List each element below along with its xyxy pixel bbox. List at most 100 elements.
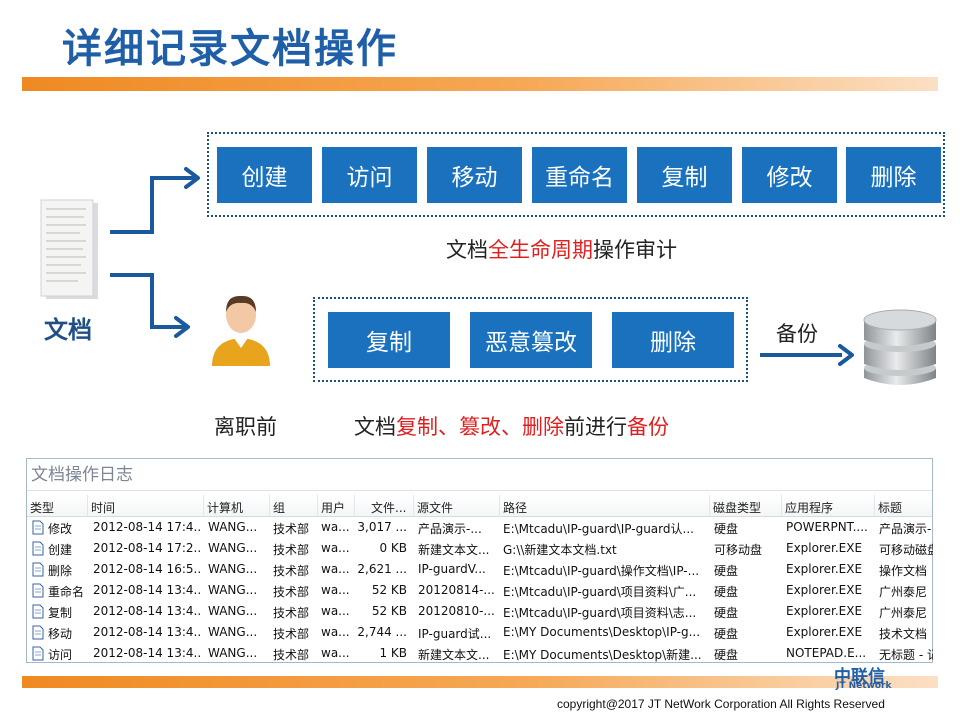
cell-user: wa... (321, 583, 351, 597)
op-delete: 删除 (846, 147, 941, 203)
cell-user: wa... (321, 520, 351, 534)
cell-title: 无标题 - 记 (879, 646, 933, 663)
cell-user: wa... (321, 541, 351, 555)
cell-title: 广州泰尼 (879, 583, 933, 600)
col-header-disk[interactable]: 磁盘类型 (713, 499, 779, 516)
cell-app: Explorer.EXE (786, 562, 872, 576)
cell-disk: 可移动盘 (714, 541, 778, 558)
new-doc-icon (32, 541, 44, 556)
col-header-title[interactable]: 标题 (878, 499, 932, 516)
backup-caption-ops: 复制、篡改、删除 (396, 415, 564, 439)
backup-caption: 文档复制、篡改、删除前进行备份 (354, 411, 669, 441)
employee-icon (208, 292, 274, 366)
cell-time: 2012-08-14 13:4... (93, 625, 201, 639)
lifecycle-caption-pre: 文档 (446, 238, 488, 262)
cell-time: 2012-08-14 17:2... (93, 541, 201, 555)
cell-group: 技术部 (273, 604, 315, 621)
lifecycle-caption-highlight: 全生命周期 (488, 238, 593, 262)
backup-caption-pre: 文档 (354, 415, 396, 439)
cell-size: 0 KB (355, 541, 407, 555)
cell-type: 复制 (48, 604, 86, 621)
log-title: 文档操作日志 (27, 459, 932, 491)
cell-type: 重命名 (48, 583, 86, 600)
col-header-size[interactable]: 文件... (371, 499, 411, 516)
table-row[interactable]: 重命名 2012-08-14 13:4... WANG... 技术部 wa... 52 K… (27, 580, 932, 601)
cell-computer: WANG... (208, 625, 266, 639)
cell-path: E:\Mtcadu\IP-guard\IP-guard认... (503, 520, 707, 537)
cell-size: 52 KB (355, 583, 407, 597)
col-header-path[interactable]: 路径 (503, 499, 703, 516)
database-icon (862, 308, 938, 388)
cell-disk: 硬盘 (714, 604, 778, 621)
leaving-label: 离职前 (214, 411, 277, 441)
cell-source: 20120814-... (418, 583, 498, 597)
cell-app: Explorer.EXE (786, 604, 872, 618)
cell-source: 20120810-... (418, 604, 498, 618)
cell-source: IP-guardV... (418, 562, 498, 576)
cell-time: 2012-08-14 13:4... (93, 583, 201, 597)
backup-caption-backup: 备份 (627, 415, 669, 439)
cell-computer: WANG... (208, 646, 266, 660)
col-header-user[interactable]: 用户 (321, 499, 351, 516)
cell-user: wa... (321, 646, 351, 660)
lifecycle-caption-post: 操作审计 (593, 238, 677, 262)
col-header-app[interactable]: 应用程序 (785, 499, 871, 516)
copy-doc-icon (32, 604, 44, 619)
op-create: 创建 (217, 147, 312, 203)
op-leaving-copy: 复制 (328, 312, 450, 368)
rename-doc-icon (32, 583, 44, 598)
cell-path: E:\Mtcadu\IP-guard\项目资料\志... (503, 604, 707, 621)
cell-group: 技术部 (273, 541, 315, 558)
cell-user: wa... (321, 562, 351, 576)
cell-group: 技术部 (273, 625, 315, 642)
op-modify: 修改 (742, 147, 837, 203)
cell-group: 技术部 (273, 646, 315, 663)
cell-computer: WANG... (208, 583, 266, 597)
cell-type: 移动 (48, 625, 86, 642)
col-header-time[interactable]: 时间 (91, 499, 201, 516)
col-header-type[interactable]: 类型 (30, 499, 86, 516)
cell-time: 2012-08-14 13:4... (93, 646, 201, 660)
op-leaving-delete: 删除 (612, 312, 734, 368)
cell-disk: 硬盘 (714, 583, 778, 600)
cell-source: 产品演示-... (418, 520, 498, 537)
cell-type: 创建 (48, 541, 86, 558)
cell-path: G:\\新建文本文档.txt (503, 541, 707, 558)
cell-computer: WANG... (208, 604, 266, 618)
col-header-group[interactable]: 组 (273, 499, 317, 516)
op-rename: 重命名 (532, 147, 627, 203)
cell-disk: 硬盘 (714, 520, 778, 537)
footer-bar (22, 676, 938, 688)
cell-disk: 硬盘 (714, 646, 778, 663)
cell-time: 2012-08-14 17:4... (93, 520, 201, 534)
cell-title: 技术文档 (879, 625, 933, 642)
backup-label: 备份 (776, 318, 818, 348)
cell-path: E:\MY Documents\Desktop\新建... (503, 646, 707, 663)
move-doc-icon (32, 625, 44, 640)
col-header-source[interactable]: 源文件 (417, 499, 497, 516)
op-malicious-tamper: 恶意篡改 (470, 312, 592, 368)
cell-path: E:\MY Documents\Desktop\IP-g... (503, 625, 707, 639)
col-header-computer[interactable]: 计算机 (207, 499, 267, 516)
cell-group: 技术部 (273, 562, 315, 579)
cell-app: Explorer.EXE (786, 625, 872, 639)
cell-size: 1 KB (355, 646, 407, 660)
cell-type: 删除 (48, 562, 86, 579)
cell-computer: WANG... (208, 562, 266, 576)
cell-source: 新建文本文... (418, 646, 498, 663)
cell-disk: 硬盘 (714, 562, 778, 579)
cell-path: E:\Mtcadu\IP-guard\操作文档\IP-... (503, 562, 707, 579)
logo-english-text: JT Network (836, 681, 891, 691)
op-access: 访问 (322, 147, 417, 203)
cell-app: NOTEPAD.E... (786, 646, 872, 660)
cell-path: E:\Mtcadu\IP-guard\项目资料\广... (503, 583, 707, 600)
cell-size: 3,017 ... (355, 520, 407, 534)
cell-group: 技术部 (273, 583, 315, 600)
